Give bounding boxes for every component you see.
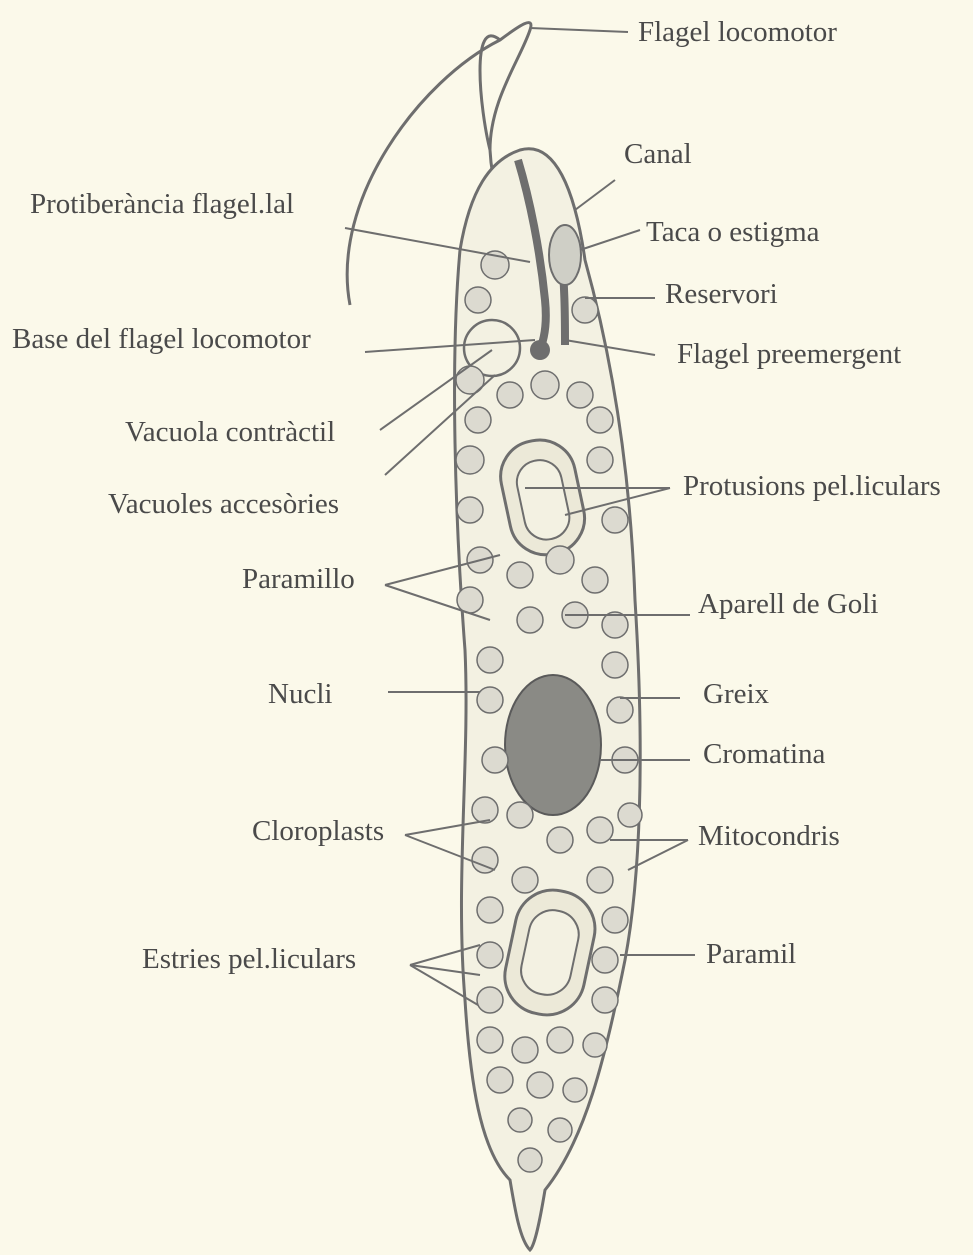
- label-vacuoles-accesories: Vacuoles accesòries: [108, 490, 339, 519]
- label-vacuola-contractil: Vacuola contràctil: [125, 418, 335, 447]
- label-greix: Greix: [703, 680, 769, 709]
- flagellar-base: [530, 340, 550, 360]
- label-taca: Taca o estigma: [646, 218, 820, 247]
- label-base-flagel: Base del flagel locomotor: [12, 325, 311, 354]
- label-estries: Estries pel.liculars: [142, 945, 356, 974]
- nucleus: [505, 675, 601, 815]
- label-nucli: Nucli: [268, 680, 332, 709]
- label-aparell-goli: Aparell de Goli: [698, 590, 878, 619]
- label-cloroplasts: Cloroplasts: [252, 817, 384, 846]
- label-cromatina: Cromatina: [703, 740, 825, 769]
- label-canal: Canal: [624, 140, 692, 169]
- label-flagel-locomotor: Flagel locomotor: [638, 18, 837, 47]
- label-mitocondris: Mitocondris: [698, 822, 840, 851]
- label-paramil: Paramil: [706, 940, 796, 969]
- label-paramillo: Paramillo: [242, 565, 355, 594]
- label-protuberancia: Protiberància flagel.lal: [30, 190, 294, 219]
- eyespot: [549, 225, 581, 285]
- label-flagel-preemergent: Flagel preemergent: [677, 340, 901, 369]
- label-protusions: Protusions pel.liculars: [683, 472, 941, 501]
- label-reservori: Reservori: [665, 280, 778, 309]
